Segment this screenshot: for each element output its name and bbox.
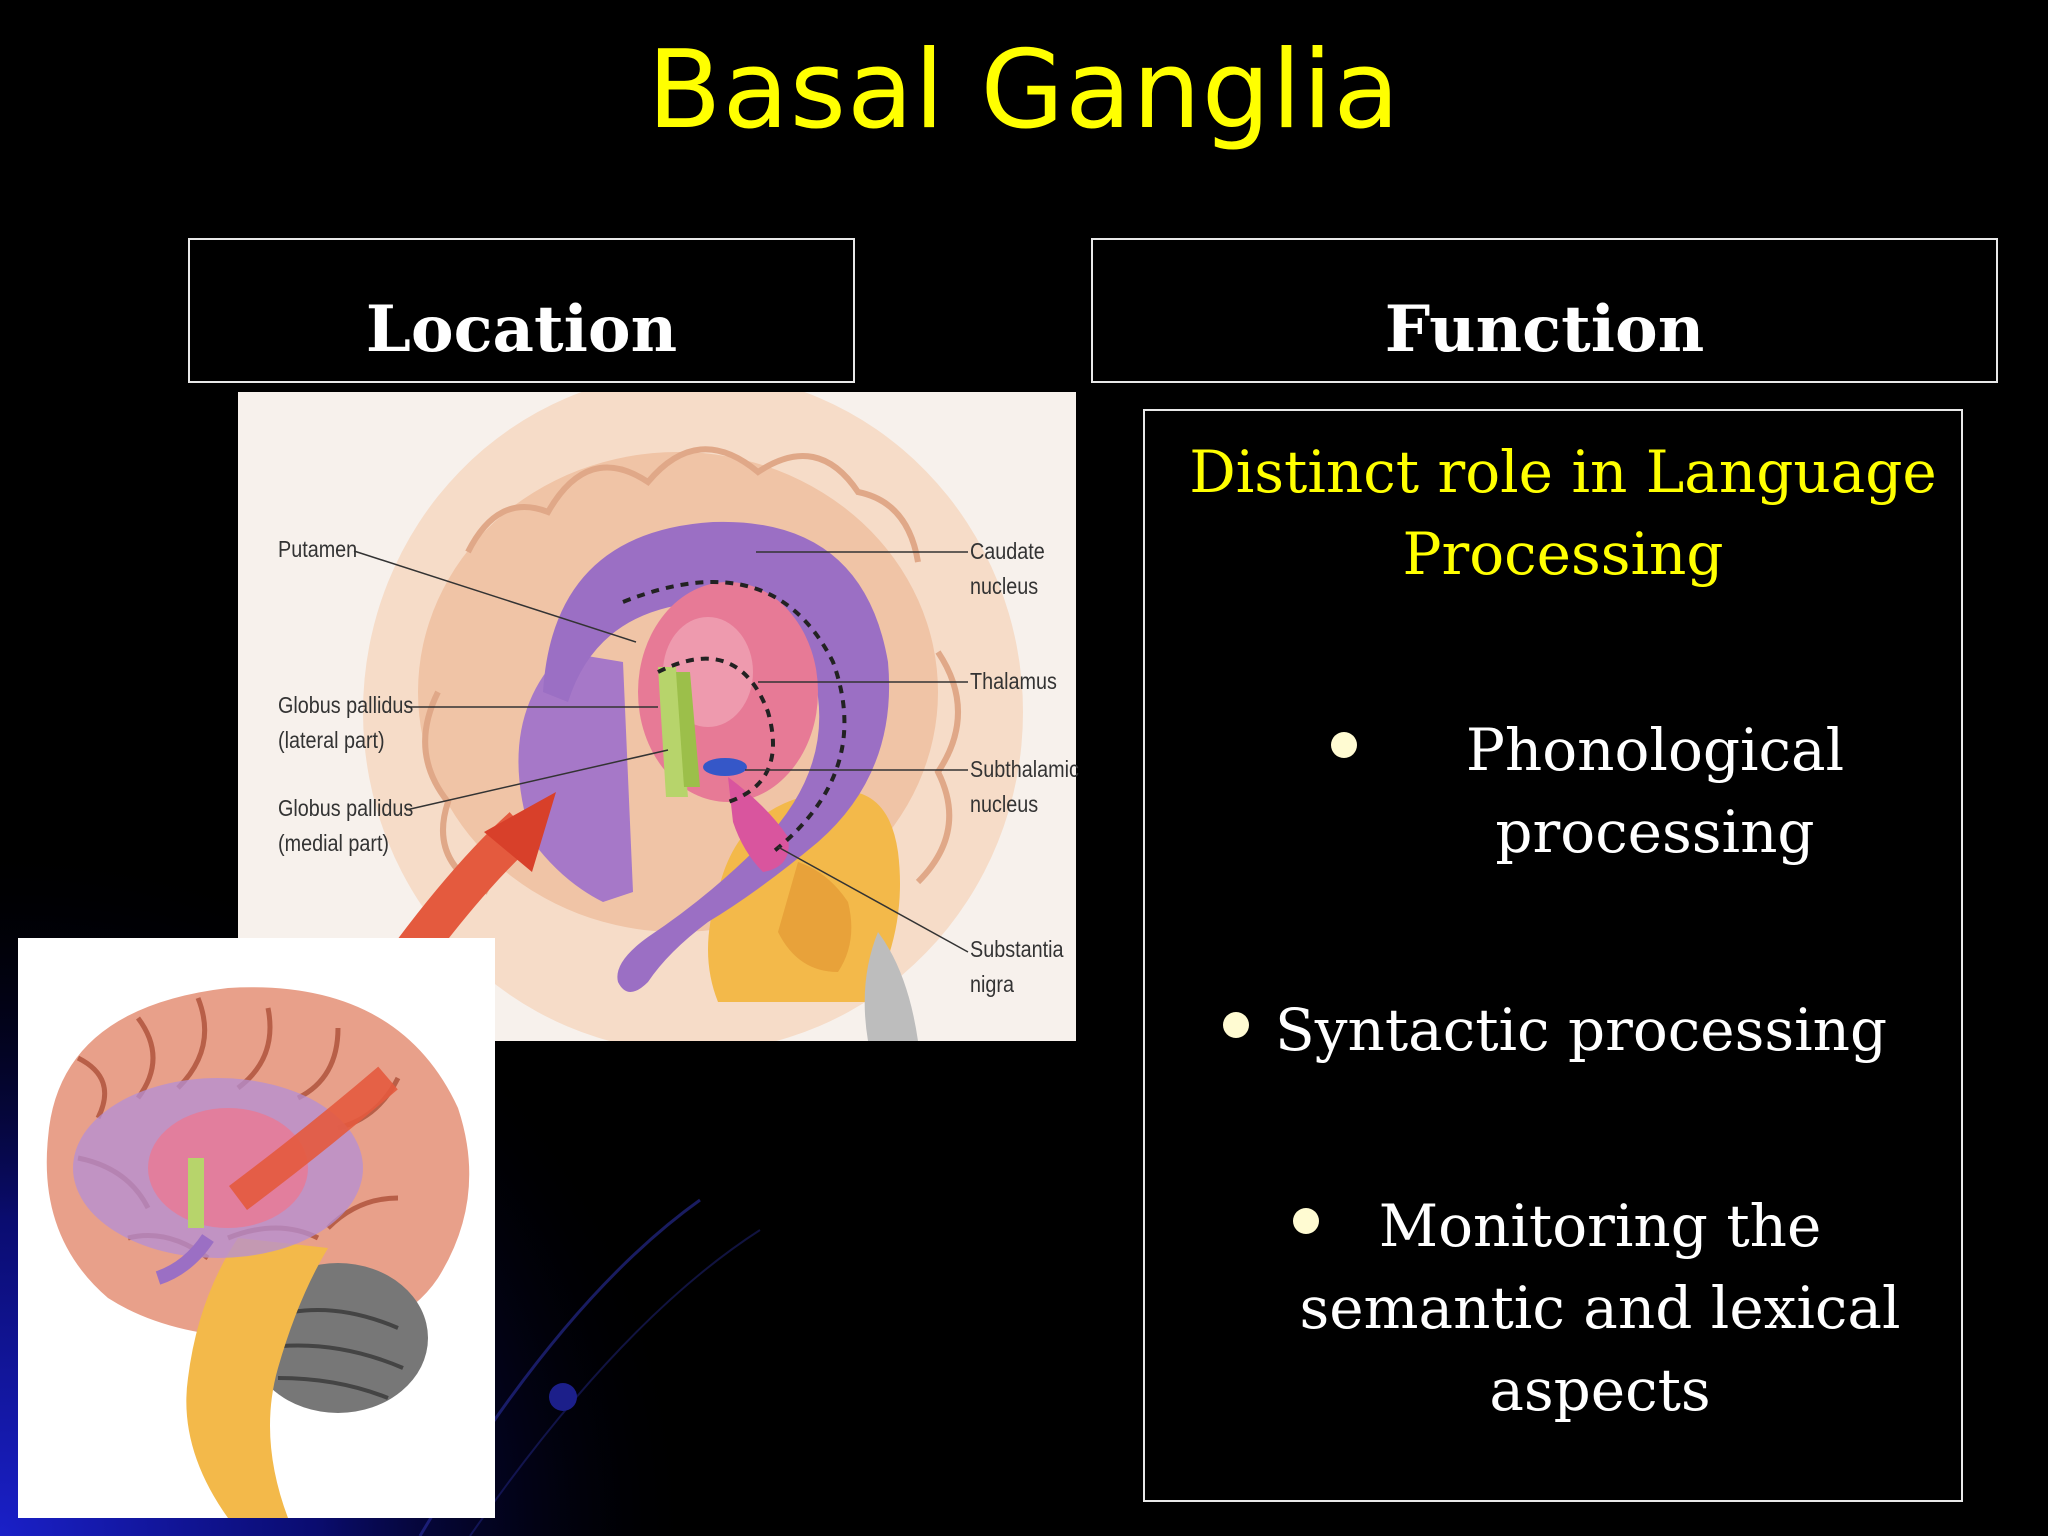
bullet-text: Monitoring the semantic and lexical aspe… [1275,1185,1925,1431]
label-putamen: Putamen [278,536,358,562]
basal-ganglia-illustration: Putamen Globus pallidus (lateral part) G… [238,392,1079,1041]
basal-ganglia-drawing [353,392,1023,1041]
bullet-text: Syntactic processing [1275,989,1965,1071]
location-header: Location [188,238,855,383]
label-globus-pallidus-medial: Globus pallidus [278,795,414,821]
whole-brain-drawing [46,987,470,1518]
function-header-label: Function [1384,292,1705,367]
function-heading-line1: Distinct role in Language [1189,438,1937,506]
label-subthalamic-nucleus: nucleus [970,791,1039,817]
function-header: Function [1091,238,1998,383]
label-caudate: Caudate [970,538,1045,564]
bullet-dot [1331,732,1357,758]
bullet-dot [1293,1208,1319,1234]
bullet-line: Phonological [1465,716,1845,784]
label-thalamus: Thalamus [970,668,1057,694]
bullet-line: semantic and lexical [1299,1274,1901,1342]
bullet-line: Monitoring the [1378,1192,1822,1260]
label-substantia: Substantia [970,936,1064,962]
slide-title: Basal Ganglia [647,28,1401,153]
label-globus-pallidus-lateral: Globus pallidus [278,692,414,718]
label-caudate-nucleus: nucleus [970,573,1039,599]
label-subthalamic: Subthalamic [970,756,1079,782]
bullet-text: Phonological processing [1385,709,1925,873]
label-globus-pallidus-lateral-part: (lateral part) [278,727,385,753]
bullet-line: processing [1495,798,1815,866]
label-substantia-nigra: nigra [970,971,1014,997]
function-heading: Distinct role in Language Processing [1145,431,1961,595]
whole-brain-illustration [18,938,495,1518]
function-heading-line2: Processing [1402,520,1724,588]
location-header-label: Location [365,292,678,367]
function-panel: Distinct role in Language Processing Pho… [1143,409,1963,1502]
bullet-line: Syntactic processing [1275,996,1888,1064]
bullet-dot [1223,1012,1249,1038]
label-globus-pallidus-medial-part: (medial part) [278,830,390,856]
bullet-line: aspects [1489,1356,1711,1424]
